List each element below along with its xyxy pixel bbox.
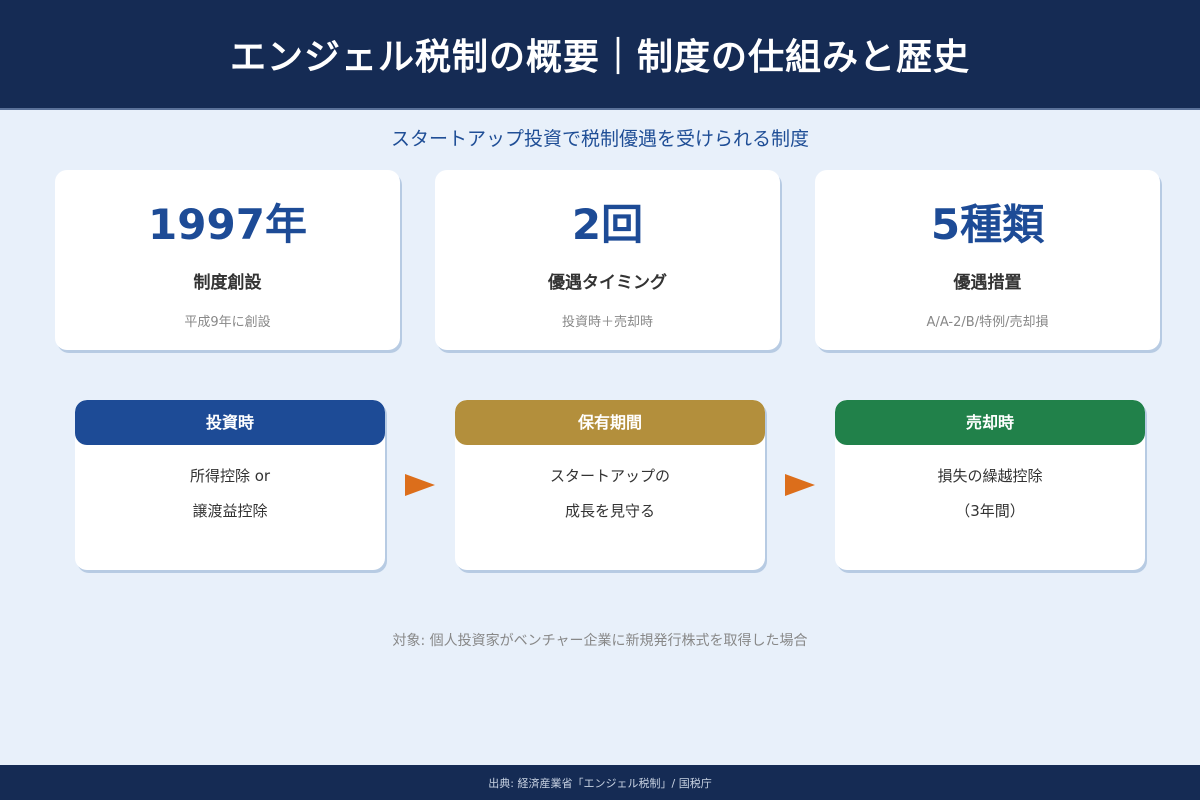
stat-card-measures: 5種類 優遇措置 A/A-2/B/特例/売却損 xyxy=(815,170,1160,350)
stat-desc: 投資時＋売却時 xyxy=(561,315,653,330)
header-bar: エンジェル税制の概要｜制度の仕組みと歴史 xyxy=(0,0,1200,110)
flow-step-sale: 売却時 損失の繰越控除 （3年間） xyxy=(835,400,1145,570)
flow-step-investment: 投資時 所得控除 or 譲渡益控除 xyxy=(75,400,385,570)
flow-step-header: 保有期間 xyxy=(455,400,765,445)
flow-step-line: スタートアップの xyxy=(549,467,670,485)
stat-desc: A/A-2/B/特例/売却損 xyxy=(926,315,1049,330)
flow-step-line: 所得控除 or xyxy=(189,467,271,485)
flow-step-body: 所得控除 or 譲渡益控除 xyxy=(75,445,385,529)
stat-value: 2回 xyxy=(571,200,644,249)
stat-value: 5種類 xyxy=(930,200,1045,249)
stat-label: 優遇措置 xyxy=(953,273,1022,293)
footer-bar: 出典: 経済産業省「エンジェル税制」/ 国税庁 xyxy=(0,765,1200,800)
flow-step-body: スタートアップの 成長を見守る xyxy=(455,445,765,529)
stat-card-timing: 2回 優遇タイミング 投資時＋売却時 xyxy=(435,170,780,350)
stat-value: 1997年 xyxy=(148,200,307,249)
page-subtitle: スタートアップ投資で税制優遇を受けられる制度 xyxy=(390,128,809,150)
flow-step-line: （3年間） xyxy=(955,502,1025,520)
flow-step-header: 売却時 xyxy=(835,400,1145,445)
stat-card-founded: 1997年 制度創設 平成9年に創設 xyxy=(55,170,400,350)
source-citation: 出典: 経済産業省「エンジェル税制」/ 国税庁 xyxy=(488,776,712,790)
flow-step-body: 損失の繰越控除 （3年間） xyxy=(835,445,1145,529)
stat-label: 制度創設 xyxy=(193,273,262,293)
target-note: 対象: 個人投資家がベンチャー企業に新規発行株式を取得した場合 xyxy=(392,633,808,649)
flow-step-line: 成長を見守る xyxy=(564,502,655,520)
page-title: エンジェル税制の概要｜制度の仕組みと歴史 xyxy=(229,37,970,78)
flow-step-line: 損失の繰越控除 xyxy=(937,467,1043,485)
arrow-right-icon xyxy=(405,474,435,496)
arrow-right-icon xyxy=(785,474,815,496)
stat-desc: 平成9年に創設 xyxy=(184,315,271,330)
stat-label: 優遇タイミング xyxy=(548,273,667,293)
flow-step-header: 投資時 xyxy=(75,400,385,445)
flow-step-line: 譲渡益控除 xyxy=(192,502,268,520)
flow-step-holding: 保有期間 スタートアップの 成長を見守る xyxy=(455,400,765,570)
